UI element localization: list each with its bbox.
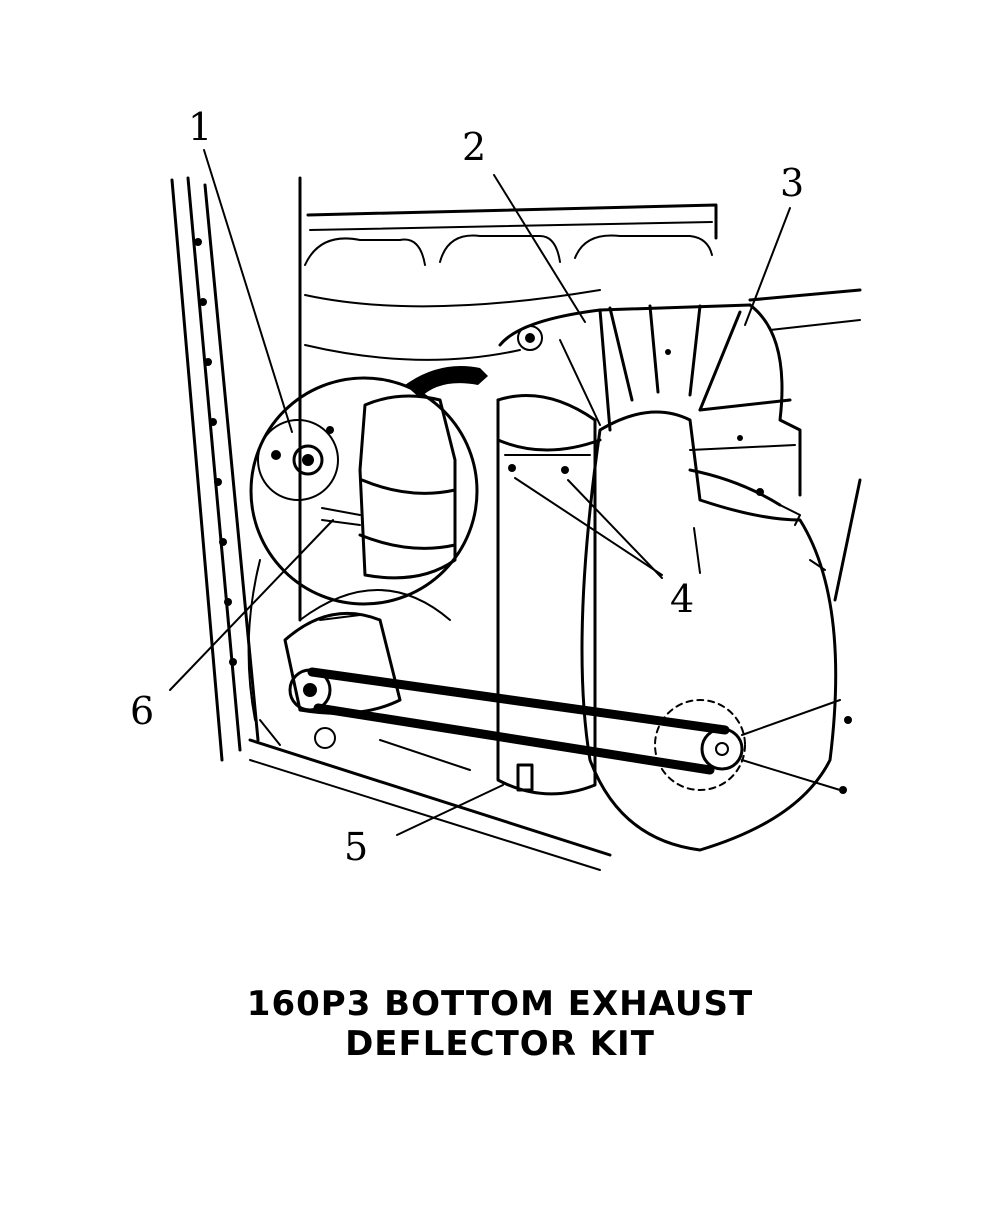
- callout-3: 3: [780, 161, 804, 205]
- caption-line-2: DEFLECTOR KIT: [345, 1024, 655, 1064]
- exhaust-duct: [496, 308, 612, 796]
- callout-4: 4: [670, 577, 694, 621]
- rear-bulkhead: [298, 176, 862, 622]
- blower-housing: [580, 410, 862, 852]
- detail-pointer-arrow: [405, 366, 488, 398]
- drum-base-edge: [247, 559, 612, 871]
- callout-2: 2: [462, 125, 486, 169]
- duct-elbow: [598, 303, 802, 507]
- drive-belt: [307, 667, 730, 775]
- detail-magnifier: [249, 376, 479, 606]
- leader-lines: [169, 149, 791, 836]
- callout-6: 6: [130, 689, 154, 733]
- callout-1: 1: [188, 105, 212, 149]
- cabinet-side-rail: [170, 176, 260, 762]
- callout-5: 5: [344, 825, 368, 869]
- caption-line-1: 160P3 BOTTOM EXHAUST: [246, 984, 754, 1024]
